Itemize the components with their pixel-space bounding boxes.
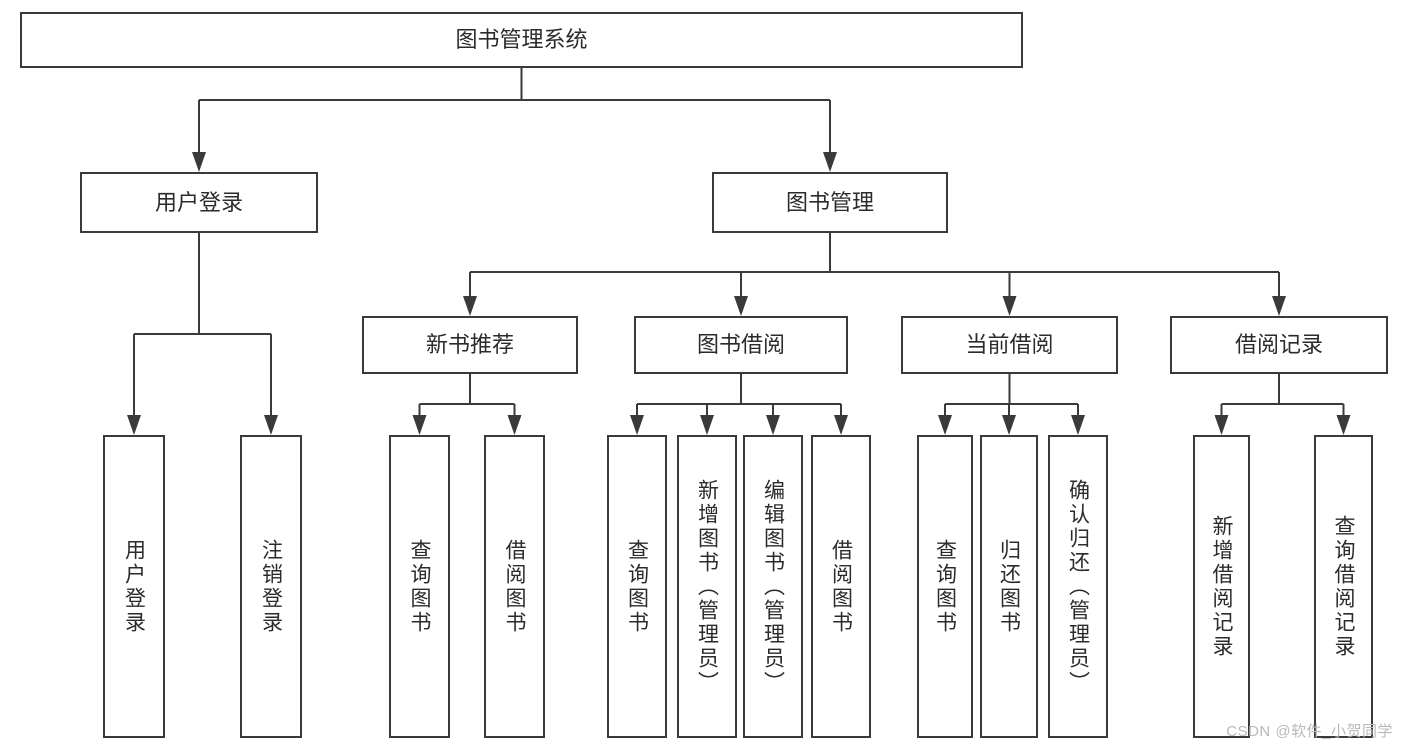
node-label: 注销登录 (259, 538, 283, 635)
node-label: 当前借阅 (965, 332, 1054, 358)
node-label: 借阅图书 (503, 538, 526, 635)
node-label: 图书借阅 (696, 332, 785, 358)
node-leaf-bor-3[interactable]: 编辑图书（管理员） (743, 435, 803, 738)
arrowhead-current (1002, 296, 1017, 316)
arrowhead-records (1272, 296, 1286, 316)
node-leaf-new-2[interactable]: 借阅图书 (484, 435, 545, 738)
node-leaf-bor-1[interactable]: 查询图书 (607, 435, 667, 738)
arrowhead-login (192, 152, 206, 172)
node-leaf-cur-2[interactable]: 归还图书 (980, 435, 1038, 738)
node-leaf-cur-3[interactable]: 确认归还（管理员） (1048, 435, 1108, 738)
node-label: 新增图书（管理员） (695, 478, 719, 695)
arrowhead-leaf-rec-2 (1336, 415, 1351, 435)
arrowhead-leaf-bor-2 (700, 415, 714, 435)
node-current[interactable]: 当前借阅 (901, 316, 1118, 374)
node-records[interactable]: 借阅记录 (1170, 316, 1388, 374)
arrowhead-leaf-cur-1 (938, 415, 952, 435)
node-borrow[interactable]: 图书借阅 (634, 316, 848, 374)
arrowhead-borrow (734, 296, 748, 316)
node-leaf-login-1[interactable]: 用户登录 (103, 435, 165, 738)
node-label: 用户登录 (122, 538, 146, 635)
arrowhead-bookmgmt (823, 152, 837, 172)
node-label: 归还图书 (997, 538, 1021, 635)
node-leaf-rec-1[interactable]: 新增借阅记录 (1193, 435, 1250, 738)
node-label: 查询图书 (933, 538, 957, 635)
arrowhead-leaf-login-2 (264, 415, 278, 435)
node-label: 查询借阅记录 (1332, 514, 1355, 659)
node-leaf-bor-2[interactable]: 新增图书（管理员） (677, 435, 737, 738)
node-label: 查询图书 (408, 538, 431, 635)
node-label: 确认归还（管理员） (1066, 478, 1090, 695)
node-leaf-new-1[interactable]: 查询图书 (389, 435, 450, 738)
node-label: 图书管理 (785, 189, 874, 215)
arrowhead-leaf-login-1 (127, 415, 141, 435)
node-label: 用户登录 (154, 189, 243, 215)
node-leaf-login-2[interactable]: 注销登录 (240, 435, 302, 738)
node-label: 借阅记录 (1234, 332, 1323, 358)
node-leaf-bor-4[interactable]: 借阅图书 (811, 435, 871, 738)
node-label: 新增借阅记录 (1210, 514, 1233, 659)
arrowhead-leaf-bor-3 (766, 415, 780, 435)
node-bookmgmt[interactable]: 图书管理 (712, 172, 948, 233)
node-login[interactable]: 用户登录 (80, 172, 318, 233)
arrowhead-leaf-bor-4 (834, 415, 848, 435)
arrowhead-leaf-cur-3 (1071, 415, 1085, 435)
arrowhead-leaf-new-2 (507, 415, 522, 435)
node-newbook[interactable]: 新书推荐 (362, 316, 578, 374)
node-label: 编辑图书（管理员） (761, 478, 785, 695)
node-label: 图书管理系统 (455, 27, 588, 53)
arrowhead-newbook (463, 296, 477, 316)
arrowhead-leaf-rec-1 (1214, 415, 1229, 435)
arrowhead-leaf-cur-2 (1002, 415, 1016, 435)
arrowhead-leaf-bor-1 (630, 415, 644, 435)
node-leaf-rec-2[interactable]: 查询借阅记录 (1314, 435, 1373, 738)
node-label: 查询图书 (625, 538, 649, 635)
arrowhead-leaf-new-1 (412, 415, 427, 435)
node-label: 借阅图书 (829, 538, 853, 635)
node-label: 新书推荐 (425, 332, 514, 358)
node-root[interactable]: 图书管理系统 (20, 12, 1023, 68)
node-leaf-cur-1[interactable]: 查询图书 (917, 435, 973, 738)
